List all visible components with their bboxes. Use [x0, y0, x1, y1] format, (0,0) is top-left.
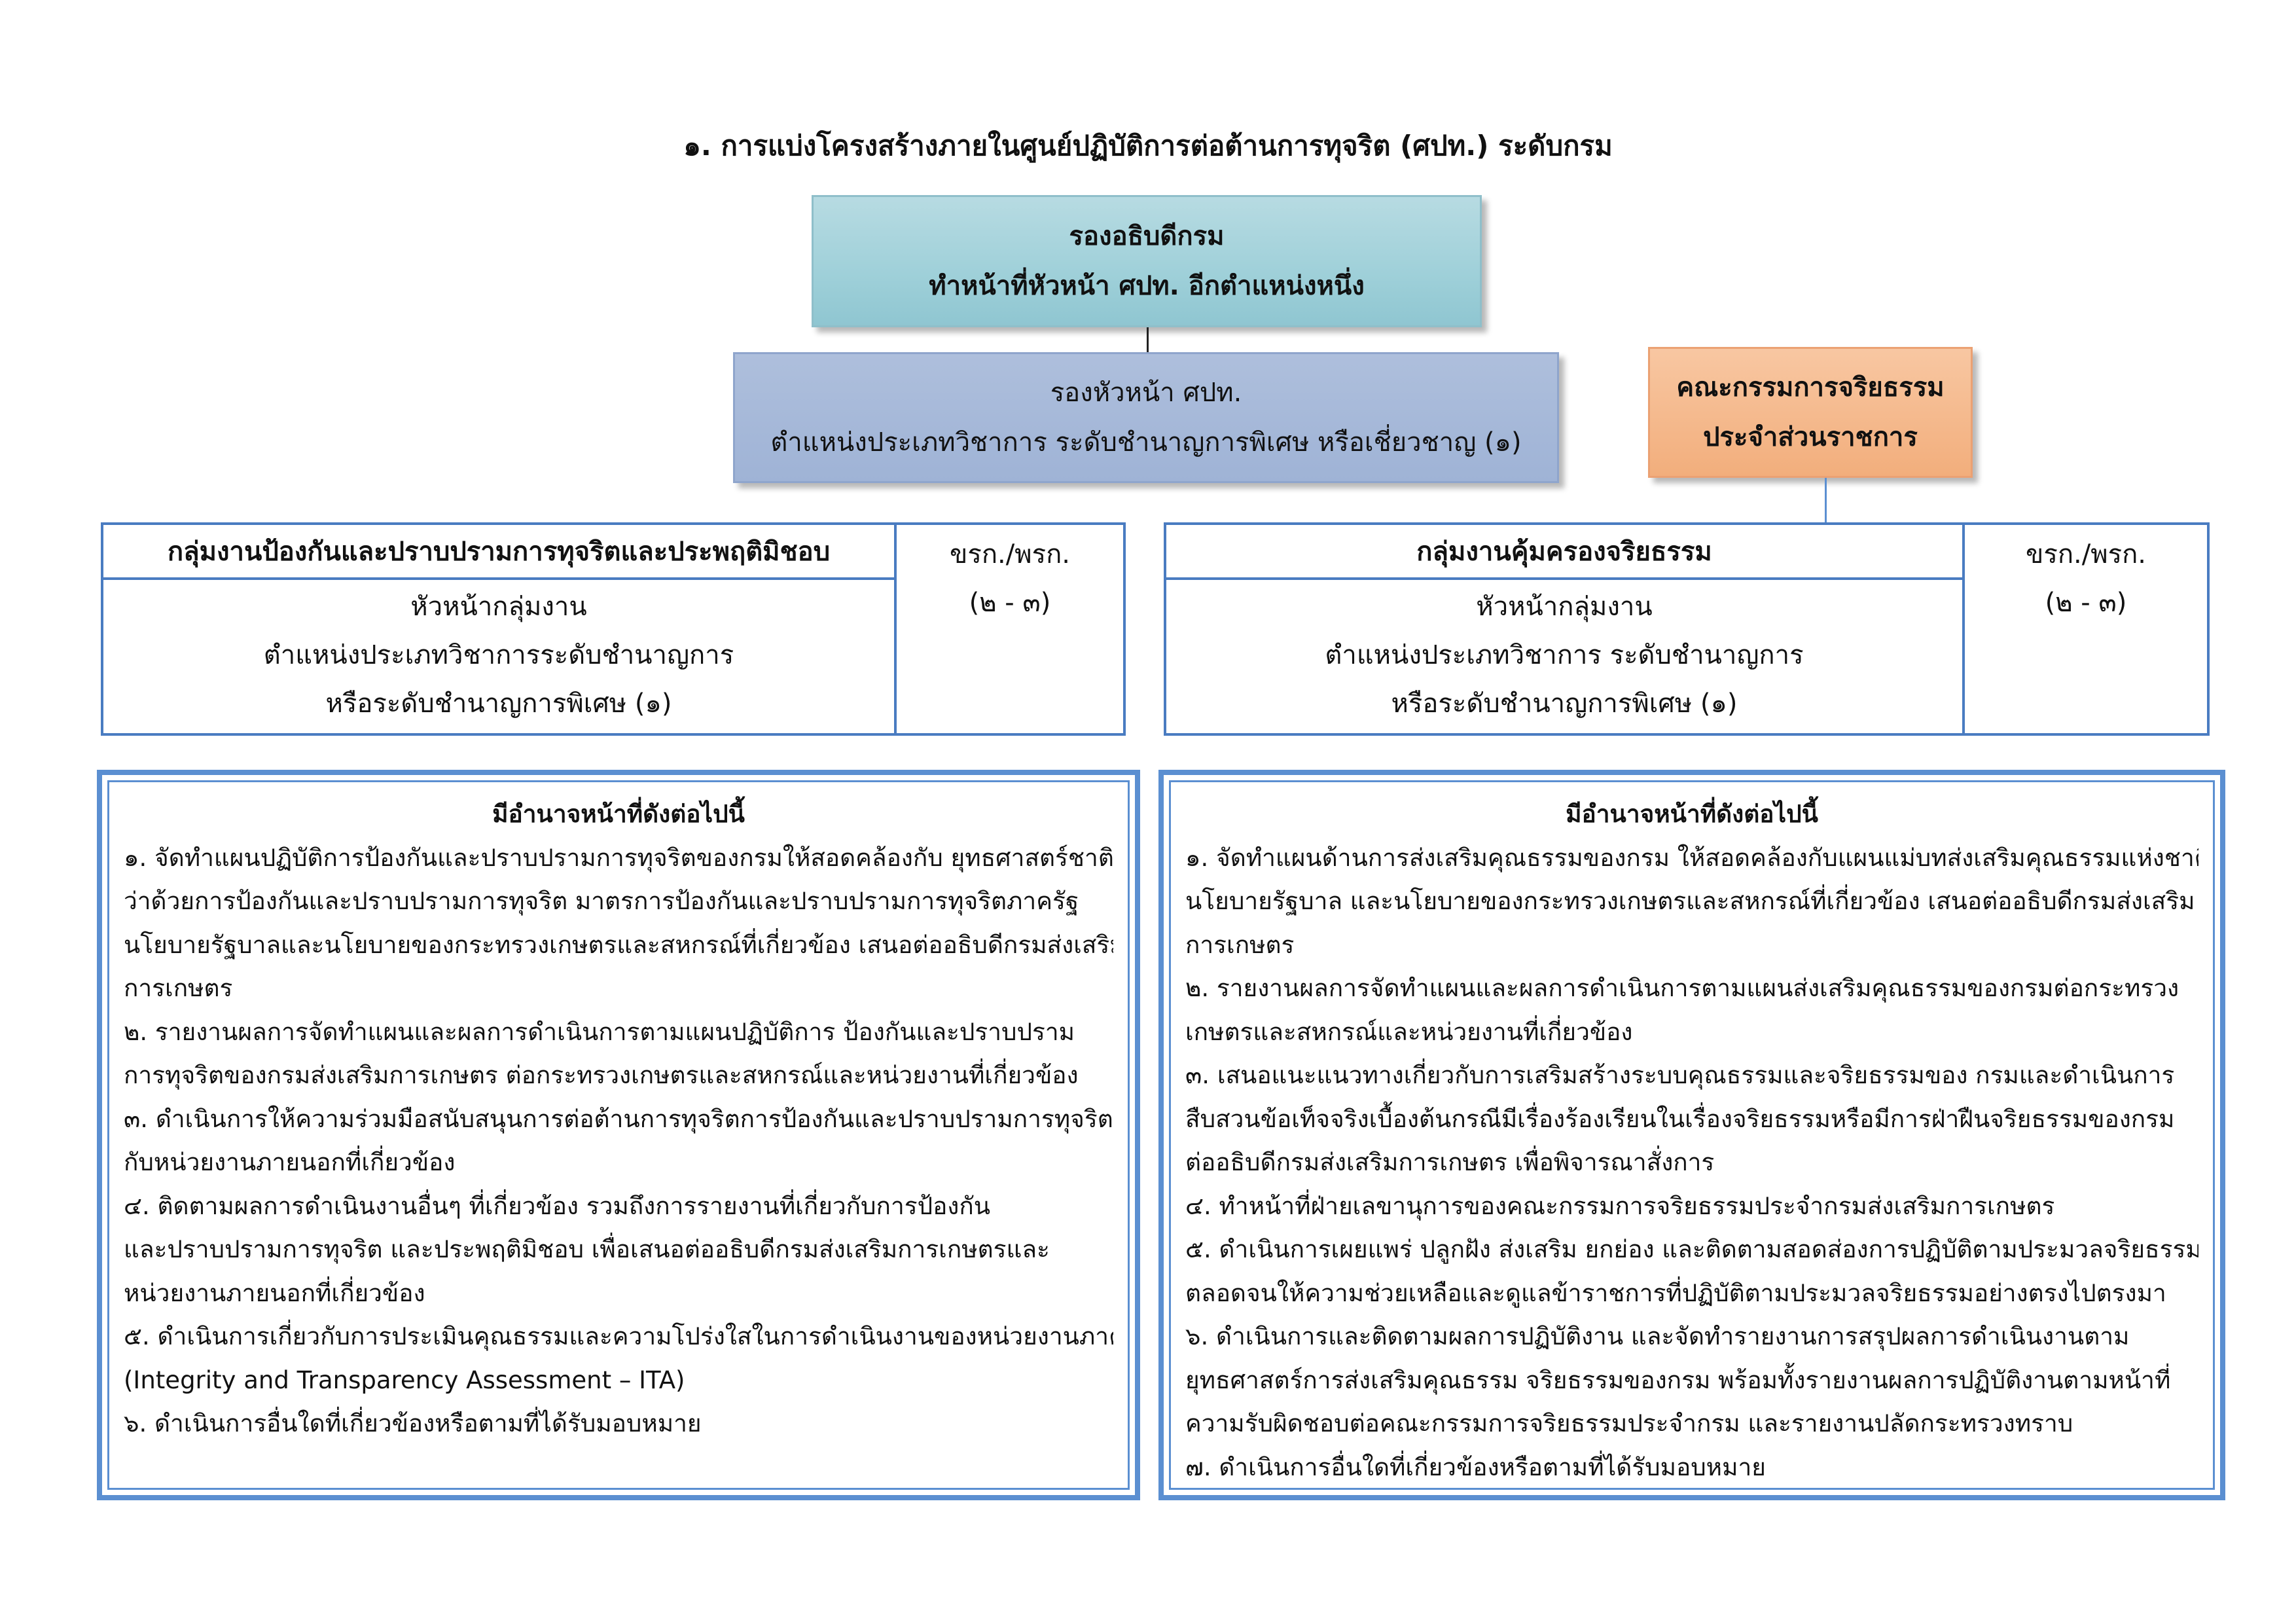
duty-line: ยุทธศาสตร์การส่งเสริมคุณธรรม จริยธรรมของ…	[1185, 1365, 2171, 1394]
left-duties-list: ๑. จัดทำแผนปฏิบัติการป้องกันและปราบปรามก…	[124, 837, 1113, 1446]
duty-line: ๒. รายงานผลการจัดทำแผนและผลการดำเนินการต…	[1185, 974, 2179, 1002]
duty-line: กับหน่วยงานภายนอกที่เกี่ยวข้อง	[124, 1148, 456, 1176]
deputy-head-box: รองหัวหน้า ศปท. ตำแหน่งประเภทวิชาการ ระด…	[733, 352, 1559, 483]
right-group-header: กลุ่มงานคุ้มครองจริยธรรม	[1164, 522, 1965, 580]
right-group-side-cell: ขรก./พรก. (๒ - ๓)	[1962, 522, 2210, 736]
deputy-director-general-box: รองอธิบดีกรม ทำหน้าที่หัวหน้า ศปท. อีกตำ…	[812, 195, 1482, 327]
duty-line: ๒. รายงานผลการจัดทำแผนและผลการดำเนินการต…	[124, 1017, 1075, 1046]
connector-line	[1825, 478, 1827, 522]
duty-line: ว่าด้วยการป้องกันและปราบปรามการทุจริต มา…	[124, 887, 1079, 915]
duty-line: เกษตรและสหกรณ์และหน่วยงานที่เกี่ยวข้อง	[1185, 1017, 1633, 1046]
left-group-line3: หรือระดับชำนาญการพิเศษ (๑)	[325, 689, 672, 719]
deputy-box-line1: รองหัวหน้า ศปท.	[1050, 378, 1242, 408]
top-box-line2: ทำหน้าที่หัวหน้า ศปท. อีกตำแหน่งหนึ่ง	[929, 271, 1365, 301]
duty-line: การทุจริตของกรมส่งเสริมการเกษตร ต่อกระทร…	[124, 1061, 1079, 1089]
duty-line: ความรับผิดชอบต่อคณะกรรมการจริยธรรมประจำก…	[1185, 1409, 2073, 1437]
duty-line: ๓. ดำเนินการให้ความร่วมมือสนับสนุนการต่อ…	[124, 1104, 1113, 1133]
ethics-committee-box: คณะกรรมการจริยธรรม ประจำส่วนราชการ	[1648, 347, 1973, 478]
duty-line: การเกษตร	[124, 974, 233, 1002]
duty-line: นโยบายรัฐบาล และนโยบายของกระทรวงเกษตรและ…	[1185, 887, 2195, 915]
top-box-line1: รองอธิบดีกรม	[1069, 221, 1225, 251]
duty-line: ต่ออธิบดีกรมส่งเสริมการเกษตร เพื่อพิจารณ…	[1185, 1148, 1715, 1176]
duty-line: ๖. ดำเนินการและติดตามผลการปฏิบัติงาน และ…	[1185, 1322, 2130, 1350]
duty-line: (Integrity and Transparency Assessment –…	[124, 1365, 685, 1394]
left-duties-panel: มีอำนาจหน้าที่ดังต่อไปนี้ ๑. จัดทำแผนปฏิ…	[97, 770, 1140, 1500]
left-group-side-label: ขรก./พรก.	[949, 539, 1071, 569]
duty-line: หน่วยงานภายนอกที่เกี่ยวข้อง	[124, 1278, 425, 1307]
left-group-side-cell: ขรก./พรก. (๒ - ๓)	[894, 522, 1126, 736]
page-title: ๑. การแบ่งโครงสร้างภายในศูนย์ปฏิบัติการต…	[683, 130, 1613, 162]
left-group-table: กลุ่มงานป้องกันและปราบปรามการทุจริตและปร…	[101, 522, 1126, 736]
right-group-line2: ตำแหน่งประเภทวิชาการ ระดับชำนาญการ	[1325, 640, 1804, 670]
committee-box-line1: คณะกรรมการจริยธรรม	[1676, 372, 1945, 403]
deputy-box-line2: ตำแหน่งประเภทวิชาการ ระดับชำนาญการพิเศษ …	[770, 427, 1522, 458]
duty-line: ๔. ติดตามผลการดำเนินงานอื่นๆ ที่เกี่ยวข้…	[124, 1191, 991, 1220]
duty-line: นโยบายรัฐบาลและนโยบายของกระทรวงเกษตรและส…	[124, 930, 1113, 959]
duty-line: ๓. เสนอแนะแนวทางเกี่ยวกับการเสริมสร้างระ…	[1185, 1061, 2175, 1089]
duty-line: ๑. จัดทำแผนด้านการส่งเสริมคุณธรรมของกรม …	[1185, 843, 2198, 872]
right-group-body: หัวหน้ากลุ่มงาน ตำแหน่งประเภทวิชาการ ระด…	[1164, 577, 1965, 736]
left-group-header: กลุ่มงานป้องกันและปราบปรามการทุจริตและปร…	[101, 522, 897, 580]
duty-line: ๗. ดำเนินการอื่นใดที่เกี่ยวข้องหรือตามที…	[1185, 1453, 1766, 1481]
right-duties-list: ๑. จัดทำแผนด้านการส่งเสริมคุณธรรมของกรม …	[1185, 837, 2198, 1490]
left-group-body: หัวหน้ากลุ่มงาน ตำแหน่งประเภทวิชาการระดั…	[101, 577, 897, 736]
committee-box-line2: ประจำส่วนราชการ	[1703, 422, 1918, 452]
duty-line: ๖. ดำเนินการอื่นใดที่เกี่ยวข้องหรือตามที…	[124, 1409, 702, 1437]
duty-line: ๕. ดำเนินการเกี่ยวกับการประเมินคุณธรรมแล…	[124, 1322, 1113, 1350]
right-group-side-label: ขรก./พรก.	[2025, 539, 2147, 569]
duty-line: ตลอดจนให้ความช่วยเหลือและดูแลข้าราชการที…	[1185, 1278, 2166, 1307]
duty-line: ๔. ทำหน้าที่ฝ่ายเลขานุการของคณะกรรมการจร…	[1185, 1191, 2055, 1220]
right-group-table: กลุ่มงานคุ้มครองจริยธรรม ขรก./พรก. (๒ - …	[1164, 522, 2210, 736]
duty-line: ๕. ดำเนินการเผยแพร่ ปลูกฝัง ส่งเสริม ยกย…	[1185, 1235, 2198, 1263]
right-group-line1: หัวหน้ากลุ่มงาน	[1476, 592, 1653, 622]
left-group-line1: หัวหน้ากลุ่มงาน	[410, 592, 587, 622]
connector-line	[1147, 327, 1149, 353]
left-group-side-count: (๒ - ๓)	[969, 588, 1051, 618]
left-group-line2: ตำแหน่งประเภทวิชาการระดับชำนาญการ	[263, 640, 734, 670]
right-duties-content: มีอำนาจหน้าที่ดังต่อไปนี้ ๑. จัดทำแผนด้า…	[1169, 780, 2215, 1490]
left-duties-content: มีอำนาจหน้าที่ดังต่อไปนี้ ๑. จัดทำแผนปฏิ…	[107, 780, 1130, 1490]
right-group-line3: หรือระดับชำนาญการพิเศษ (๑)	[1391, 689, 1738, 719]
right-duties-panel: มีอำนาจหน้าที่ดังต่อไปนี้ ๑. จัดทำแผนด้า…	[1158, 770, 2225, 1500]
duty-line: ๑. จัดทำแผนปฏิบัติการป้องกันและปราบปรามก…	[124, 843, 1113, 872]
duty-line: สืบสวนข้อเท็จจริงเบื้องต้นกรณีมีเรื่องร้…	[1185, 1104, 2175, 1133]
duty-line: การเกษตร	[1185, 930, 1295, 959]
duty-line: และปราบปรามการทุจริต และประพฤติมิชอบ เพื…	[124, 1235, 1050, 1263]
right-duties-heading: มีอำนาจหน้าที่ดังต่อไปนี้	[1566, 800, 1818, 828]
left-duties-heading: มีอำนาจหน้าที่ดังต่อไปนี้	[492, 800, 745, 828]
right-group-side-count: (๒ - ๓)	[2045, 588, 2127, 618]
